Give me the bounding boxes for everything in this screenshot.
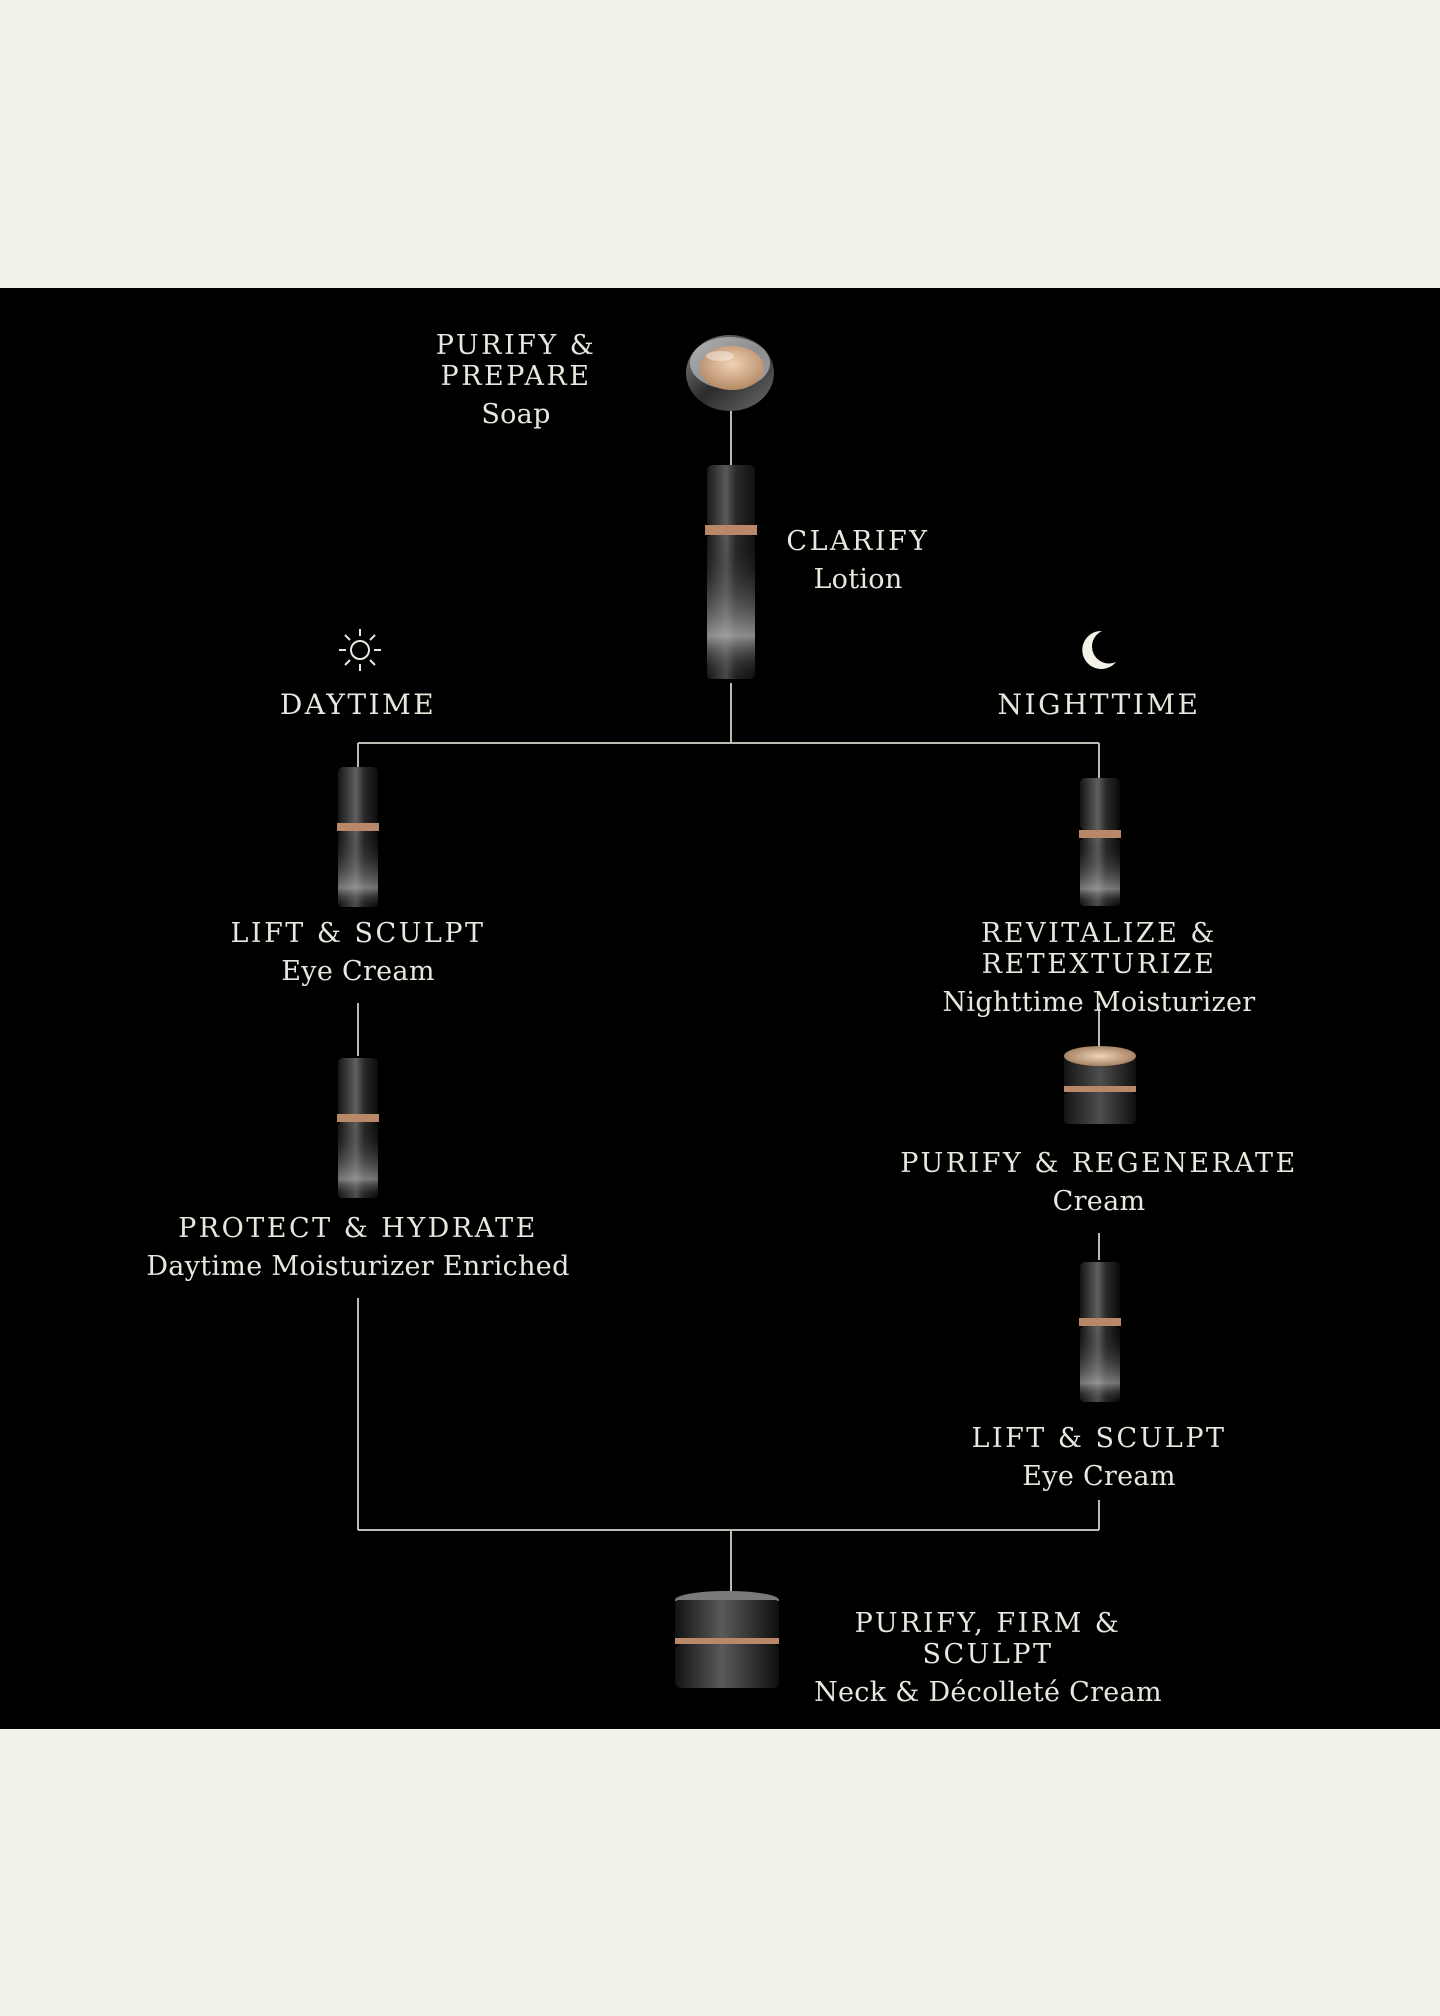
neck-cream-jar-image bbox=[675, 1591, 779, 1688]
step-product: Lotion bbox=[813, 564, 903, 596]
lotion-bottle-image bbox=[705, 465, 757, 679]
step-heading: LIFT & SCULPT bbox=[971, 1423, 1227, 1454]
step-night-moisturizer: REVITALIZE & RETEXTURIZE Nighttime Moist… bbox=[879, 918, 1319, 1018]
step-lotion: CLARIFY Lotion bbox=[768, 526, 948, 595]
step-product: Soap bbox=[481, 399, 551, 431]
night-moisturizer-image bbox=[1079, 778, 1121, 906]
night-eye-cream-image bbox=[1079, 1262, 1121, 1402]
routine-diagram: DAYTIME NIGHTTIME LIFT & SCULPT Eye Crea… bbox=[0, 288, 1440, 1729]
step-day-moisturizer: PROTECT & HYDRATE Daytime Moisturizer En… bbox=[138, 1213, 578, 1282]
step-product: Daytime Moisturizer Enriched bbox=[146, 1251, 570, 1283]
step-heading: LIFT & SCULPT bbox=[230, 918, 486, 949]
sun-icon bbox=[339, 629, 381, 671]
step-heading: PURIFY, FIRM & SCULPT bbox=[854, 1608, 1122, 1671]
step-day-eye-cream: LIFT & SCULPT Eye Cream bbox=[208, 918, 508, 987]
step-heading: PURIFY & REGENERATE bbox=[900, 1148, 1298, 1179]
step-neck-cream: PURIFY, FIRM & SCULPT Neck & Décolleté C… bbox=[798, 1608, 1178, 1708]
daytime-title: DAYTIME bbox=[279, 688, 437, 721]
day-eye-cream-image bbox=[337, 767, 379, 907]
step-heading: CLARIFY bbox=[786, 526, 930, 557]
step-soap: PURIFY & PREPARE Soap bbox=[366, 330, 666, 430]
step-product: Nighttime Moisturizer bbox=[942, 987, 1256, 1019]
step-product: Eye Cream bbox=[1022, 1461, 1176, 1493]
connector-lines bbox=[357, 408, 1100, 1596]
moon-icon bbox=[1082, 630, 1116, 669]
step-heading: PURIFY & PREPARE bbox=[435, 330, 597, 393]
step-heading: PROTECT & HYDRATE bbox=[178, 1213, 538, 1244]
nighttime-title: NIGHTTIME bbox=[997, 688, 1201, 721]
step-night-eye-cream: LIFT & SCULPT Eye Cream bbox=[949, 1423, 1249, 1492]
night-cream-jar-image bbox=[1064, 1046, 1136, 1124]
step-night-cream: PURIFY & REGENERATE Cream bbox=[879, 1148, 1319, 1217]
step-heading: REVITALIZE & RETEXTURIZE bbox=[981, 918, 1217, 981]
day-moisturizer-image bbox=[337, 1058, 379, 1198]
step-product: Cream bbox=[1052, 1186, 1146, 1218]
soap-jar-image bbox=[686, 335, 774, 411]
step-product: Eye Cream bbox=[281, 956, 435, 988]
step-product: Neck & Décolleté Cream bbox=[814, 1677, 1162, 1709]
